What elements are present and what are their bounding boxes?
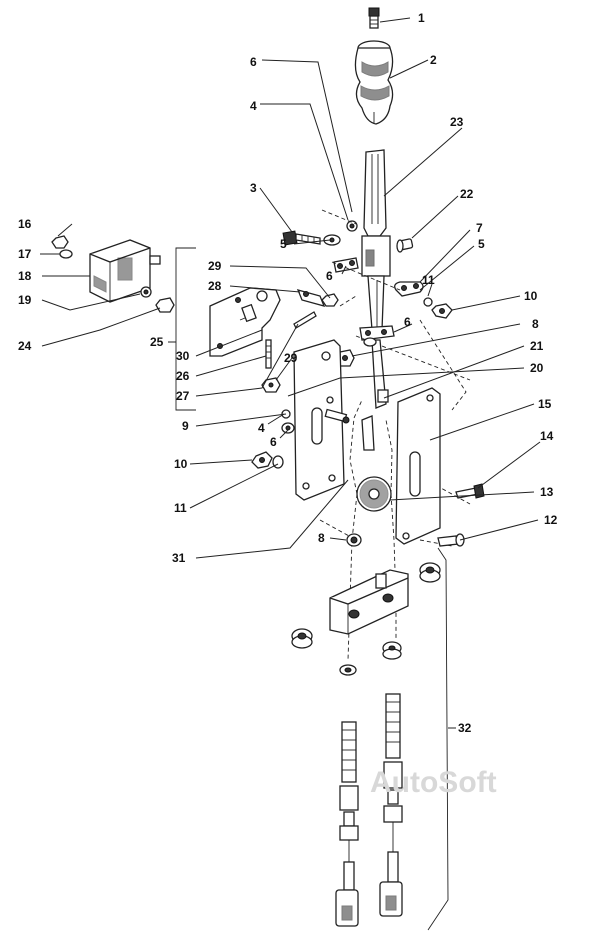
callout-5-left: 5 (280, 237, 287, 251)
part-11-nut-upper (423, 297, 433, 307)
cable-fitting-left (335, 664, 359, 927)
callout-6-center: 6 (404, 315, 411, 329)
callout-5-right: 5 (478, 237, 485, 251)
callout-6-lower: 6 (270, 435, 277, 449)
callout-26: 26 (176, 369, 190, 383)
callout-17: 17 (18, 247, 32, 261)
watermark-text: AutoSoft (370, 766, 497, 799)
callout-4-lower: 4 (258, 421, 265, 435)
guide-dashed-lower (299, 404, 471, 547)
callout-11-upper: 11 (422, 273, 435, 287)
callout-12: 12 (544, 513, 558, 527)
callout-22: 22 (460, 187, 474, 201)
part-12-bolt (437, 533, 465, 547)
leader-lines (40, 17, 541, 729)
callout-19: 19 (18, 293, 32, 307)
part-26-pin (265, 339, 272, 369)
part-27-pin (293, 311, 317, 329)
part-22-pin (396, 238, 414, 253)
ring-left (291, 628, 313, 649)
callout-8-upper: 8 (532, 317, 539, 331)
callout-10-lower: 10 (174, 457, 188, 471)
part-3-bolt (282, 230, 321, 246)
callout-1: 1 (418, 11, 425, 25)
guide-dashed-upper (321, 209, 471, 411)
callout-15: 15 (538, 397, 552, 411)
callout-3: 3 (250, 181, 257, 195)
part-8-spacer-lower (346, 533, 362, 547)
part-6-link-center (359, 325, 395, 341)
callout-29-upper: 29 (208, 259, 222, 273)
part-29-nut-lower (261, 377, 281, 393)
callout-28: 28 (208, 279, 222, 293)
callout-20: 20 (530, 361, 544, 375)
callout-6: 6 (250, 55, 257, 69)
part-6-bushing-left (281, 422, 295, 434)
cable-clamp-block (329, 569, 409, 635)
callout-labels: 1 2 6 4 23 3 22 7 5 16 17 18 5 6 29 28 1… (18, 11, 558, 735)
part-31-left-plate (293, 339, 345, 501)
callout-23: 23 (450, 115, 464, 129)
part-24-nut (155, 297, 175, 313)
callout-29-lower: 29 (284, 351, 298, 365)
group-25-bracket-line (175, 247, 196, 411)
part-13-sprocket (356, 476, 392, 512)
part-29-nut-upper (321, 293, 339, 307)
part-20-lever-arm (361, 339, 389, 451)
part-1-screw (368, 7, 380, 29)
callout-30: 30 (176, 349, 190, 363)
ring-right (419, 562, 441, 583)
callout-9: 9 (182, 419, 189, 433)
callout-13: 13 (540, 485, 554, 499)
part-23-shift-lever (361, 149, 391, 331)
part-15-right-plate (395, 387, 441, 545)
part-18-switch (89, 239, 161, 303)
part-7-link (394, 281, 424, 297)
callout-7: 7 (476, 221, 483, 235)
callout-24: 24 (18, 339, 32, 353)
callout-4: 4 (250, 99, 257, 113)
callout-27: 27 (176, 389, 190, 403)
callout-21: 21 (530, 339, 544, 353)
callout-10-upper: 10 (524, 289, 538, 303)
callout-2: 2 (430, 53, 437, 67)
callout-18: 18 (18, 269, 32, 283)
part-5-washer-left (323, 220, 358, 246)
part-6-link-left (333, 257, 359, 273)
part-19-screw (140, 286, 152, 298)
callout-32: 32 (458, 721, 472, 735)
callout-16: 16 (18, 217, 32, 231)
part-screw-left-plate (324, 408, 350, 424)
callout-14: 14 (540, 429, 554, 443)
cable-fitting-right (379, 641, 403, 917)
callout-31: 31 (172, 551, 186, 565)
callout-8-lower: 8 (318, 531, 325, 545)
part-2-knob (354, 40, 394, 125)
part-28-bracket (296, 289, 326, 307)
part-30-bracket-plate (209, 287, 281, 357)
part-16-nut (51, 235, 69, 249)
callout-11-lower: 11 (174, 501, 187, 515)
callout-6-mid: 6 (326, 269, 333, 283)
part-17-washer (59, 249, 73, 259)
callout-25: 25 (150, 335, 164, 349)
part-8-spacer-upper (363, 337, 377, 347)
part-10-nut-upper (431, 303, 453, 319)
part-10-nut-lower (251, 451, 273, 469)
group-32-bracket-line (427, 547, 449, 931)
